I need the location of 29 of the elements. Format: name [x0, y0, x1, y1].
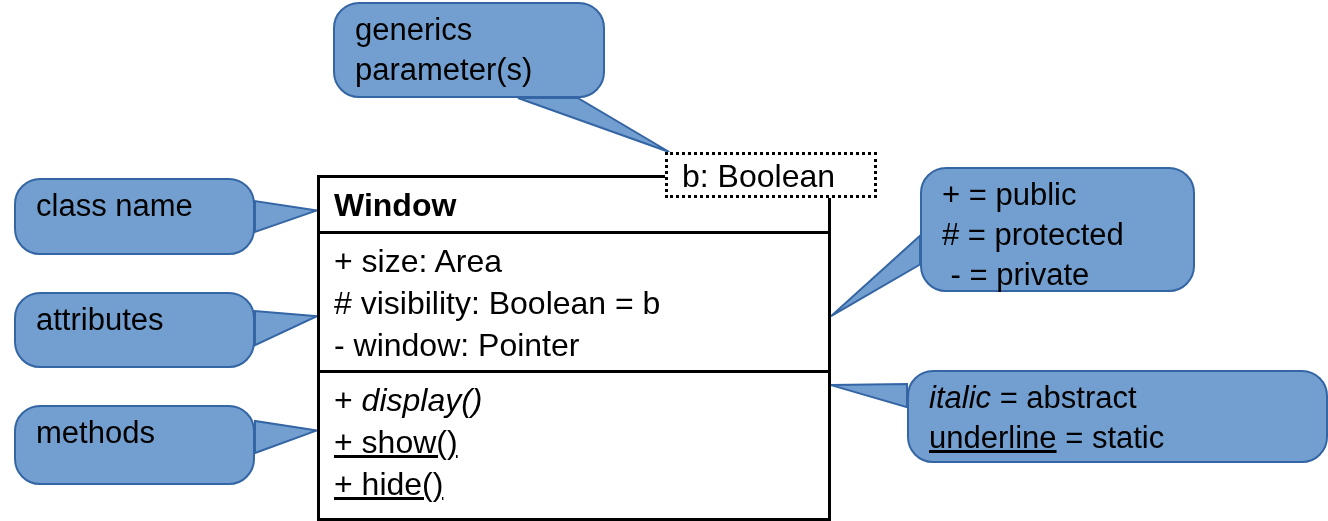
callout-text: # = protected [942, 216, 1124, 254]
callout-text: underline = static [929, 419, 1165, 457]
template-parameter-box [665, 152, 877, 198]
callout-pointer [830, 382, 908, 409]
callout-text: attributes [36, 301, 164, 339]
callout-bubble [920, 167, 1195, 292]
method-text: + show() [334, 423, 458, 462]
callout-pointer [830, 233, 921, 318]
callout-text: italic = abstract [929, 379, 1137, 417]
callout-bubble [14, 405, 255, 485]
attribute-text: # visibility: Boolean = b [334, 284, 661, 323]
method-text: + display() [334, 381, 483, 420]
callout-bubble [14, 178, 255, 255]
callout-pointer [516, 97, 671, 153]
callout-bubble [907, 370, 1328, 463]
callout-text: - = private [949, 256, 1090, 294]
callout-text: methods [36, 414, 155, 452]
attributes-compartment [317, 231, 831, 373]
callout-text: generics parameter(s) [355, 11, 534, 89]
parameter-text: b: Boolean [682, 157, 835, 195]
method-text: + hide() [334, 465, 444, 504]
callout-pointer [254, 419, 318, 455]
attribute-text: - window: Pointer [334, 326, 580, 365]
callout-pointer [254, 199, 318, 234]
callout-text: + = public [942, 176, 1077, 214]
callout-text: class name [36, 187, 193, 225]
methods-compartment [317, 370, 831, 521]
attribute-text: + size: Area [334, 242, 503, 281]
class-name: Window [334, 186, 457, 225]
